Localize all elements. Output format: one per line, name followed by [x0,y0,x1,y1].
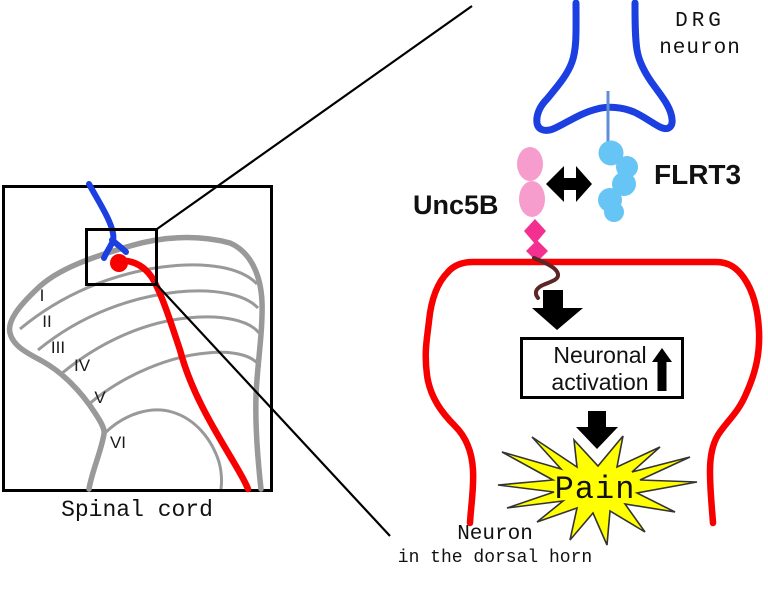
pain-starburst [497,435,698,546]
signal-down-arrow-icon [532,290,583,330]
lamina-label-4: IV [73,356,91,375]
lamina-boundary-3 [60,315,261,376]
lamina-label-6: VI [109,433,127,452]
unc5b-receptor [517,147,548,262]
afferent-branch-right [109,237,129,255]
activation-line2: activation [551,369,649,395]
unc5b-label: Unc5B [413,190,499,220]
dorsal-horn-caption: Neuron in the dorsal horn [384,522,606,569]
afferent-fiber [86,181,117,246]
dorsal-neuron-membrane [422,258,763,527]
afferent-branch-left [101,240,115,261]
dorsal-caption-line1: Neuron [457,523,533,546]
spinal-cord-caption: Spinal cord [61,497,213,523]
efferent-fiber [123,257,252,493]
dorsal-caption-line2: in the dorsal horn [397,548,593,568]
drg-terminal-outline [533,0,676,134]
spinal-cord-box [2,185,273,492]
zoom-region-box [85,228,158,286]
neuron-soma-dot [110,254,128,272]
interaction-double-arrow-icon [546,166,592,202]
lamina-boundary-2 [37,289,260,352]
intracellular-signal-squiggle [532,256,560,300]
activation-label: Neuronal activation [536,342,664,396]
zoom-connector-line-bottom [156,284,391,537]
dorsal-horn-outline [6,234,265,492]
zoom-connector-line-top [156,5,473,230]
lamina-label-3: III [50,338,66,357]
pain-down-arrow-icon [576,411,618,449]
pain-label: Pain [554,471,636,508]
drg-label-line2: neuron [659,37,741,60]
drg-neuron-label: DRG neuron [650,8,750,62]
lamina-label-1: I [39,286,45,305]
flrt3-protein [598,140,638,222]
increase-up-arrow-icon [652,348,672,391]
lamina-boundary-1 [19,263,259,331]
lamina-label-2: II [42,312,52,331]
drg-label-line1: DRG [675,10,725,33]
flrt3-label: FLRT3 [654,159,742,190]
activation-box [520,337,684,399]
lamina-label-5: V [94,388,106,407]
lamina-boundary-4 [88,350,262,406]
activation-line1: Neuronal [553,342,647,368]
lamina-boundary-5 [104,408,224,490]
